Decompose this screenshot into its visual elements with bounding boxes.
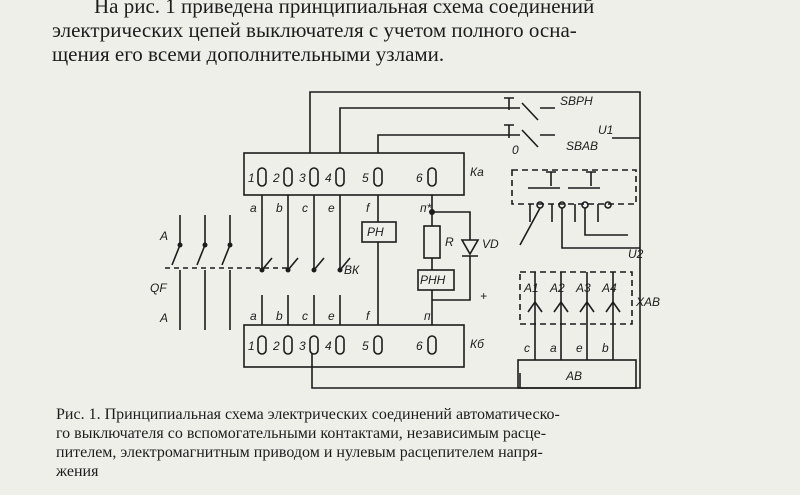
wire-letter: а [250,309,257,323]
wire-letter: b [276,201,283,215]
paragraph-line: электрических цепей выключателя с учетом… [52,18,577,42]
label-bk: ВК [344,263,360,277]
terminal-block-kb [243,324,465,368]
label-rn: РН [367,225,384,239]
resistor-r [423,225,441,259]
caption-line: го выключателя со вспомогательными конта… [56,425,547,442]
label-r: R [445,235,454,249]
label-av: АВ [565,369,582,383]
caption-line: пителем, электромагнитным приводом и нул… [56,444,543,461]
wire-letter: f [366,201,371,215]
a-label: А2 [549,281,565,295]
sbrn-left-wire [339,107,500,153]
label-a-bottom: А [159,311,168,325]
relay-rn [361,221,397,243]
label-a-top: А [159,229,168,243]
vd-branch [432,211,471,301]
label-ka: Ка [470,165,484,179]
paragraph-line: На рис. 1 приведена принципиальная схема… [94,0,595,18]
terminal-number: 1 [248,171,255,185]
sbrn-button-top [504,97,514,110]
terminal-number: 2 [272,171,280,185]
bk-contacts [261,257,351,271]
label-u1: U1 [598,123,613,137]
av-wire-letter: b [602,341,609,355]
wire-letter: b [276,309,283,323]
terminal-number: 4 [325,171,332,185]
av-box [517,359,637,389]
relay-rnn [417,269,455,291]
terminal-block-ka [243,152,465,196]
caption-line: жения [56,463,99,480]
wire-letter: е [328,309,335,323]
terminal-number: 4 [325,339,332,353]
wire-letter: с [302,309,308,323]
a-label: А4 [601,281,617,295]
terminal-number: 2 [272,339,280,353]
top-outer-loop [309,91,641,205]
a-label: А1 [523,281,539,295]
label-x-av: XАВ [635,295,660,309]
figure-caption: Рис. 1. Принципиальная схема электрическ… [56,405,756,481]
label-sb-av: SBАВ [566,139,598,153]
label-kb: Кб [470,337,485,351]
av-wire-letter: с [524,341,530,355]
wiring-diagram: SBРН U1 0 SBАВ Ка Кб А А QF ВК РН РНН R … [150,91,660,389]
label-u2: U2 [628,247,644,261]
av-wire-letter: е [576,341,583,355]
intro-paragraph: На рис. 1 приведена принципиальная схема… [52,0,757,66]
terminal-number: 5 [362,339,369,353]
label-plus: + [480,289,487,303]
caption-line: Рис. 1. Принципиальная схема электрическ… [56,406,560,423]
wire-letter: е [328,201,335,215]
wire-letter: f [366,309,371,323]
label-rnn: РНН [420,273,446,287]
terminal-number: 6 [416,339,423,353]
label-o: 0 [512,143,519,157]
right-return-loop [311,205,641,389]
a-label: А3 [575,281,591,295]
label-n-bottom: п [424,309,431,323]
wire-letter: а [250,201,257,215]
label-n-star: п* [420,201,432,215]
diode-vd [460,239,480,257]
label-qf: QF [150,281,167,295]
paragraph-line: щения его всеми дополнительными узлами. [52,42,445,66]
terminal-number: 3 [299,171,306,185]
terminal-number: 6 [416,171,423,185]
terminal-number: 1 [248,339,255,353]
wire-letter: с [302,201,308,215]
label-vd: VD [482,237,499,251]
label-sb-rn: SBРН [560,94,593,108]
sbav-dashed-box [511,169,637,205]
av-wire-letter: а [550,341,557,355]
xav-dashed-box [519,271,633,325]
terminal-number: 5 [362,171,369,185]
sbrn-lower-wire [377,134,500,153]
terminal-number: 3 [299,339,306,353]
